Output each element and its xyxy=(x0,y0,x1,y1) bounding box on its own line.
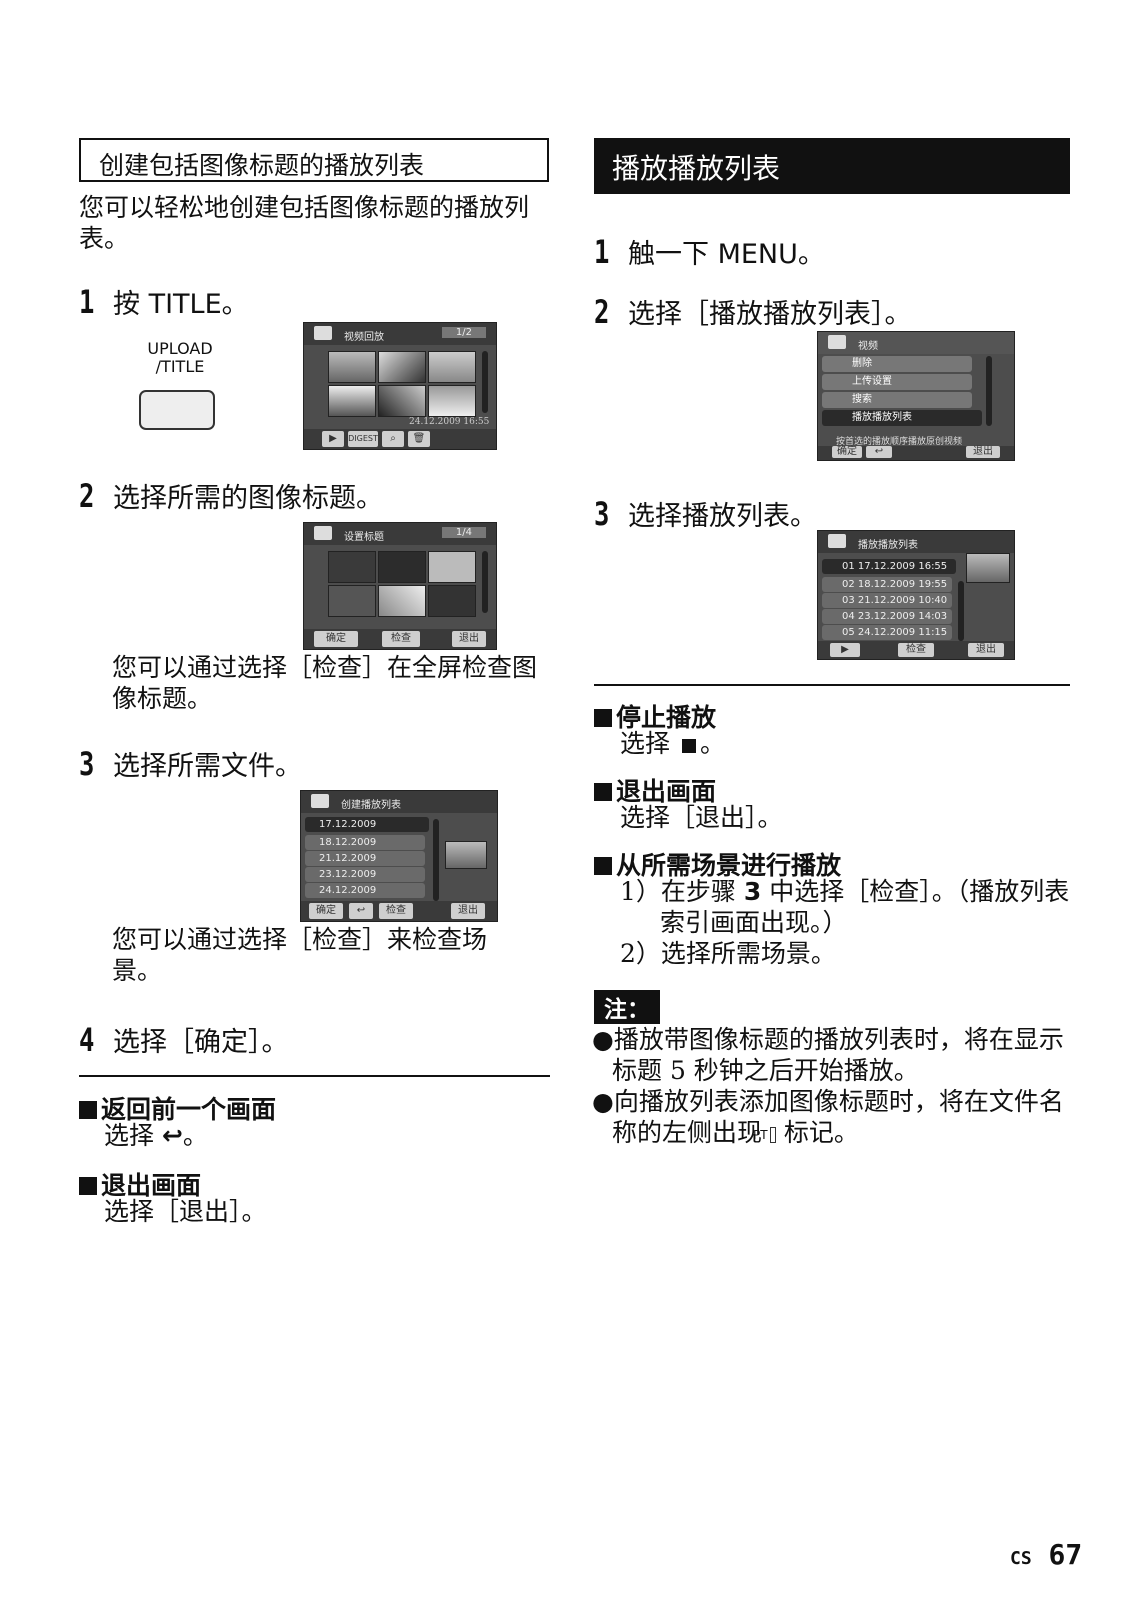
check-button[interactable]: 检查 xyxy=(382,631,420,647)
left-section-header: 创建包括图像标题的播放列表 xyxy=(79,138,549,182)
digest-button[interactable]: DIGEST xyxy=(348,431,378,447)
screen-create-playlist: 创建播放列表 17.12.2009 18.12.2009 21.12.2009 … xyxy=(300,790,498,922)
playlist-row[interactable]: 23.12.2009 xyxy=(305,867,425,882)
return-icon[interactable]: ↩ xyxy=(866,446,892,458)
stop-text: 选择 。 xyxy=(620,729,725,758)
check-button[interactable]: 检查 xyxy=(898,643,934,657)
menu-item-upload-settings[interactable]: 上传设置 xyxy=(822,374,972,390)
playlist-row[interactable]: 18.12.2009 xyxy=(305,835,425,850)
right-exit-heading: 退出画面 xyxy=(594,772,716,808)
note-2: ●向播放列表添加图像标题时，将在文件名称的左侧出现 PT 标记。 xyxy=(592,1087,1064,1147)
exit-heading: 退出画面 xyxy=(79,1166,201,1202)
stop-icon xyxy=(681,739,696,753)
page-number: CS 67 xyxy=(1010,1538,1083,1571)
screen-menu: 视频 删除 上传设置 搜索 播放播放列表 按首选的播放顺序播放原创视频 确定 ↩… xyxy=(817,331,1015,461)
menu-item-delete[interactable]: 删除 xyxy=(822,356,972,372)
scene-item-2: 2）选择所需场景。 xyxy=(620,939,836,968)
playlist-title-icon: PT xyxy=(753,1127,776,1143)
right-section-header: 播放播放列表 xyxy=(594,138,1070,194)
back-text: 选择 ↩。 xyxy=(104,1121,208,1150)
exit-button[interactable]: 退出 xyxy=(452,631,486,647)
playlist-row[interactable]: 17.12.2009 xyxy=(305,817,429,832)
exit-button[interactable]: 退出 xyxy=(451,903,485,919)
scene-heading: 从所需场景进行播放 xyxy=(594,846,841,882)
camera-icon xyxy=(314,326,332,340)
confirm-button[interactable]: 确定 xyxy=(314,631,358,647)
camera-icon xyxy=(311,794,329,808)
back-heading: 返回前一个画面 xyxy=(79,1090,276,1126)
menu-item-search[interactable]: 搜索 xyxy=(822,392,972,408)
divider xyxy=(594,684,1070,686)
return-icon[interactable]: ↩ xyxy=(349,903,373,919)
playlist-row[interactable]: 01 17.12.2009 16:55 xyxy=(822,559,956,574)
playlist-row[interactable]: 24.12.2009 xyxy=(305,883,425,898)
divider xyxy=(79,1075,550,1077)
camera-icon xyxy=(314,526,332,540)
search-icon[interactable]: ⌕ xyxy=(382,431,404,447)
left-intro: 您可以轻松地创建包括图像标题的播放列表。 xyxy=(79,193,530,253)
playlist-row[interactable]: 02 18.12.2009 19:55 xyxy=(822,577,952,592)
exit-button[interactable]: 退出 xyxy=(968,643,1004,657)
play-button[interactable]: ▶ xyxy=(322,431,344,447)
stop-heading: 停止播放 xyxy=(594,698,716,734)
note-1: ●播放带图像标题的播放列表时，将在显示标题 5 秒钟之后开始播放。 xyxy=(592,1025,1064,1085)
playlist-row[interactable]: 04 23.12.2009 14:03 xyxy=(822,609,952,624)
playlist-row[interactable]: 05 24.12.2009 11:15 xyxy=(822,625,952,640)
exit-text: 选择［退出］。 xyxy=(104,1197,267,1226)
trash-icon[interactable]: 🗑 xyxy=(408,431,430,447)
scene-item-1: 1）在步骤 3 中选择［检查］。（播放列表索引画面出现。） xyxy=(620,877,1070,937)
check-button[interactable]: 检查 xyxy=(379,903,413,919)
confirm-button[interactable]: 确定 xyxy=(832,446,862,458)
upload-title-button[interactable] xyxy=(139,390,215,430)
exit-button[interactable]: 退出 xyxy=(966,446,1000,458)
upload-title-label: UPLOAD/TITLE xyxy=(147,339,213,376)
camera-icon xyxy=(828,335,846,349)
confirm-button[interactable]: 确定 xyxy=(309,903,343,919)
playlist-row[interactable]: 03 21.12.2009 10:40 xyxy=(822,593,952,608)
return-icon: ↩ xyxy=(161,1121,183,1150)
note-tag: 注： xyxy=(594,990,660,1024)
step2-note: 您可以通过选择［检查］在全屏检查图像标题。 xyxy=(112,653,538,713)
step3-note: 您可以通过选择［检查］来检查场景。 xyxy=(112,925,488,985)
right-exit-text: 选择［退出］。 xyxy=(620,803,783,832)
camera-icon xyxy=(828,534,846,548)
screen-play-playlist: 播放播放列表 01 17.12.2009 16:55 02 18.12.2009… xyxy=(817,530,1015,660)
playlist-row[interactable]: 21.12.2009 xyxy=(305,851,425,866)
play-button[interactable]: ▶ xyxy=(830,643,860,657)
menu-item-play-playlist[interactable]: 播放播放列表 xyxy=(822,410,982,426)
